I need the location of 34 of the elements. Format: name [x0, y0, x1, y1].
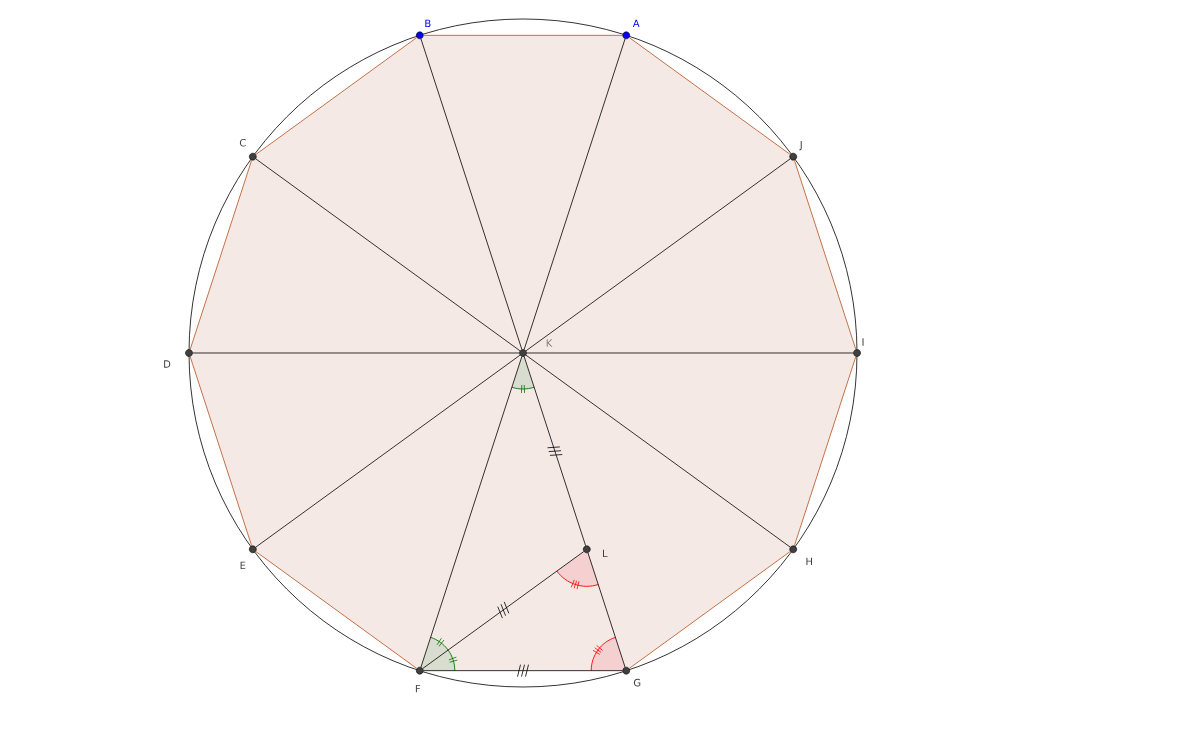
- line-segment: [525, 158, 791, 352]
- line-segment: [423, 670, 623, 672]
- line-segment: [420, 38, 523, 350]
- line-segment: [794, 159, 857, 350]
- line-segment: [794, 356, 857, 547]
- point-label: E: [240, 561, 246, 569]
- line-segment: [587, 552, 626, 668]
- line-segment: [523, 38, 626, 350]
- line-segment: [525, 354, 791, 548]
- line-segment: [422, 551, 585, 669]
- point-label: D: [164, 360, 171, 368]
- line-segment: [192, 352, 520, 354]
- point-label: H: [806, 557, 812, 565]
- line-segment: [420, 356, 523, 668]
- line-segment: [255, 158, 521, 352]
- point-label: B: [425, 19, 431, 27]
- point-label: C: [239, 138, 246, 147]
- point-label: F: [415, 685, 421, 693]
- line-segment: [189, 159, 252, 350]
- line-segment: [255, 551, 418, 669]
- line-segment: [628, 37, 791, 155]
- point-label: L: [603, 549, 608, 557]
- line-segment: [255, 354, 521, 548]
- point-label: J: [799, 141, 802, 151]
- line-segment: [628, 551, 791, 669]
- point-label: A: [632, 19, 640, 27]
- line-segment: [423, 34, 623, 36]
- line-segment: [526, 352, 854, 354]
- point-label: G: [633, 678, 641, 687]
- line-segment: [255, 37, 418, 155]
- point-label: I: [862, 338, 864, 346]
- line-segment: [523, 356, 586, 547]
- line-segment: [189, 356, 252, 547]
- point-label: K: [546, 339, 553, 347]
